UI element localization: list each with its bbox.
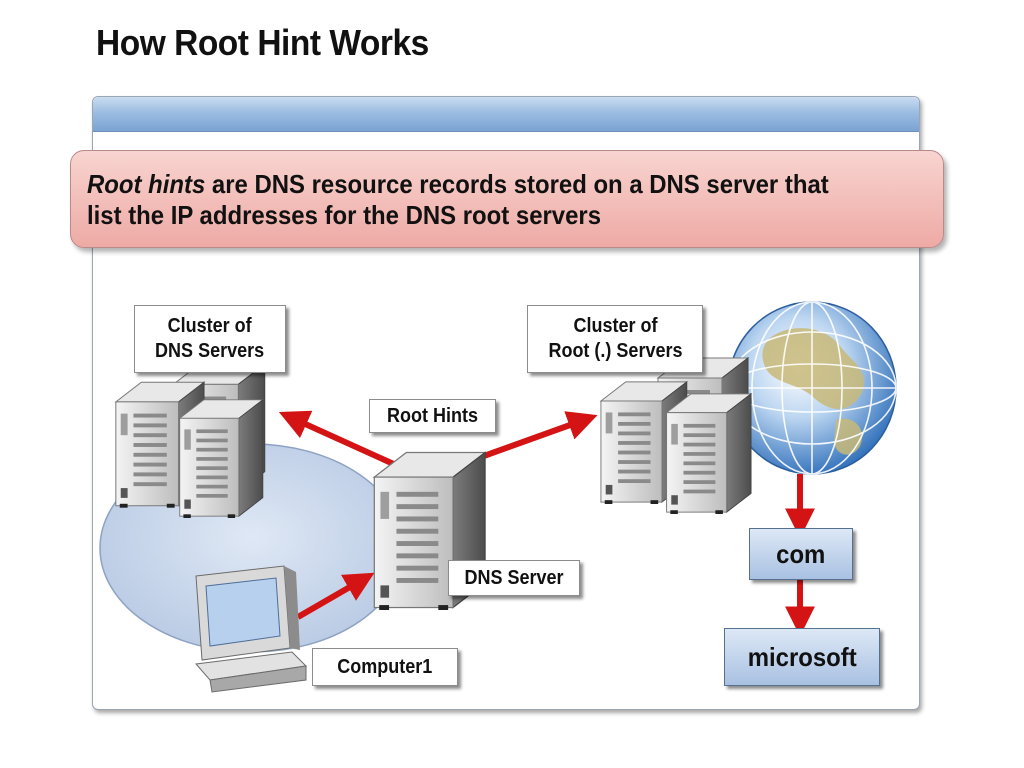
root-hints-label: Root Hints [369,399,496,433]
computer1-text: Computer1 [337,655,433,678]
cluster-root-servers-text: Cluster of Root (.) Servers [547,315,683,362]
definition-text: Root hints are DNS resource records stor… [87,169,869,231]
definition-term: Root hints [87,169,206,199]
panel-header-band [93,97,919,132]
definition-box: Root hints are DNS resource records stor… [70,150,944,248]
computer1-label: Computer1 [312,648,458,686]
arrow-computer-to-dns-server [296,572,375,620]
computer-icon [195,565,308,693]
dns-server-text: DNS Server [464,566,564,589]
root-hints-text: Root Hints [387,404,478,427]
com-domain-text: com [776,538,826,569]
com-domain-box: com [749,528,853,580]
server-icon [666,393,752,514]
cluster-root-servers-label: Cluster of Root (.) Servers [527,305,703,373]
definition-body: are DNS resource records stored on a DNS… [87,169,829,230]
root-cluster-servers [600,357,752,514]
cluster-dns-servers-label: Cluster of DNS Servers [134,305,286,373]
cluster-dns-servers-text: Cluster of DNS Servers [155,315,265,362]
dns-server-label: DNS Server [448,560,580,596]
server-icon [179,399,264,518]
microsoft-domain-box: microsoft [724,628,880,686]
microsoft-domain-text: microsoft [747,641,857,672]
dns-cluster-servers [115,363,266,518]
arrow-to-dns-cluster [278,410,400,469]
arrow-to-root-cluster [468,411,598,464]
slide-title: How Root Hint Works [96,22,429,63]
globe-icon [727,301,897,475]
